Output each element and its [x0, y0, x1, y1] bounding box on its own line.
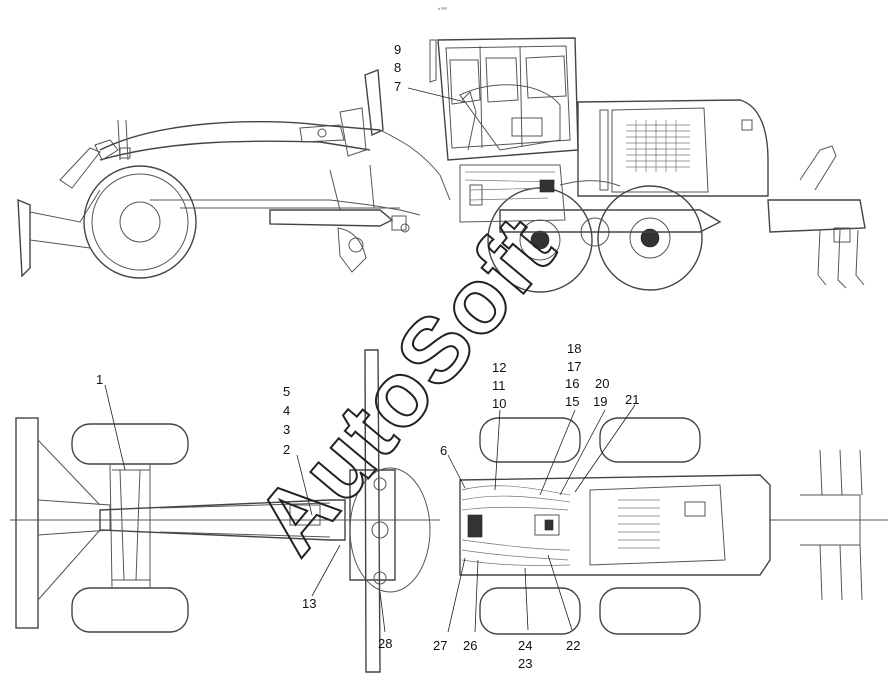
leader-lines [104, 87, 636, 633]
callout-9: 9 [394, 42, 401, 57]
front-wheels-plan [71, 423, 189, 633]
callout-21: 21 [625, 392, 639, 407]
hydraulic-lines-plan [461, 485, 571, 566]
hydraulic-lines-side [459, 164, 621, 223]
moldboard [269, 164, 410, 273]
front-blade [17, 139, 119, 278]
callout-12: 12 [492, 360, 506, 375]
callout-11: 11 [492, 378, 506, 393]
callout-16: 16 [565, 376, 579, 391]
callout-22: 22 [566, 638, 580, 653]
callout-1: 1 [96, 372, 103, 387]
side-view: ᵇ ⁰⁰⁰ [17, 7, 866, 293]
callout-10: 10 [492, 396, 506, 411]
callout-5: 5 [283, 384, 290, 399]
callout-3: 3 [283, 422, 290, 437]
rear-ripper [767, 145, 866, 289]
callout-27: 27 [433, 638, 447, 653]
rear-frame-plan [459, 449, 888, 601]
circle-plan [349, 349, 431, 673]
engine-hood [577, 99, 769, 197]
grille [626, 120, 690, 172]
callout-8: 8 [394, 60, 401, 75]
plan-view [10, 349, 888, 673]
callout-26: 26 [463, 638, 477, 653]
callout-24: 24 [518, 638, 532, 653]
front-wheel [83, 165, 197, 279]
callout-6: 6 [440, 443, 447, 458]
lift-mast [299, 69, 451, 201]
callout-2: 2 [283, 442, 290, 457]
callout-7: 7 [394, 79, 401, 94]
callout-17: 17 [567, 359, 581, 374]
callout-4: 4 [283, 403, 290, 418]
callout-20: 20 [595, 376, 609, 391]
callout-18: 18 [567, 341, 581, 356]
main-beam-plan [10, 499, 440, 541]
callout-23: 23 [518, 656, 532, 671]
callout-19: 19 [593, 394, 607, 409]
callout-15: 15 [565, 394, 579, 409]
callout-13: 13 [302, 596, 316, 611]
rear-wheels-plan [479, 417, 701, 635]
callouts: 9 8 7 1 5 4 3 2 6 13 12 11 10 18 17 16 1… [96, 42, 639, 671]
header-mark: ᵇ ⁰⁰⁰ [438, 7, 447, 13]
rear-wheels [487, 185, 722, 293]
callout-28: 28 [378, 636, 392, 651]
engine-vents [618, 499, 660, 549]
cab [429, 37, 579, 161]
front-blade-plan [15, 417, 111, 629]
